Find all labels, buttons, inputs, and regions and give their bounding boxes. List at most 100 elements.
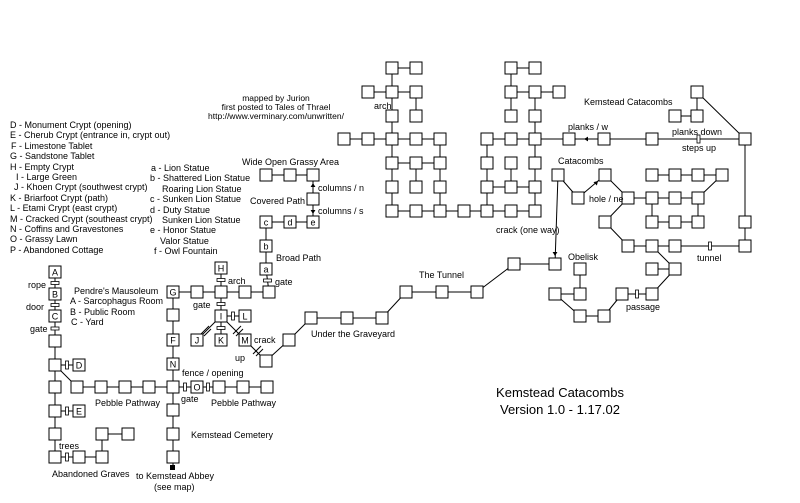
room (645, 168, 659, 182)
room-box (528, 109, 542, 123)
legend-item: A - Sarcophagus Room (70, 296, 164, 307)
room-box (597, 309, 611, 323)
statue-legend: a - Lion Statue b - Shattered Lion Statu… (150, 163, 250, 257)
room-box (433, 204, 447, 218)
label-hole-ne: hole / ne (589, 194, 624, 204)
label-tunnel: tunnel (697, 253, 722, 263)
room-box (551, 168, 565, 182)
room-box (166, 427, 180, 441)
room-box (306, 215, 320, 229)
room-box (562, 132, 576, 146)
room-box (409, 204, 423, 218)
room (470, 285, 484, 299)
legend-item: Valor Statue (160, 235, 209, 246)
room-box (337, 132, 351, 146)
room-letter: b (263, 242, 268, 252)
room-G: G (166, 285, 180, 299)
room (433, 132, 447, 146)
room-B: B (48, 287, 62, 301)
room-O: O (190, 380, 204, 394)
room (375, 311, 389, 325)
legend-item: J - Khoen Crypt (southwest crypt) (14, 182, 148, 193)
room-box (645, 239, 659, 253)
room (645, 191, 659, 205)
room-box (645, 215, 659, 229)
room-box (48, 404, 62, 418)
label-see-map: (see map) (154, 482, 195, 492)
room (48, 450, 62, 464)
room (621, 191, 635, 205)
label-kemstead-catacombs: Kemstead Catacombs (584, 97, 673, 107)
label-columns-s: columns / s (318, 206, 364, 216)
room-D: D (72, 358, 86, 372)
room-box (259, 239, 273, 253)
room-box (385, 85, 399, 99)
door-marker (216, 302, 226, 306)
room-box (259, 168, 273, 182)
room (668, 191, 682, 205)
door-marker (65, 406, 69, 416)
room (72, 450, 86, 464)
door-marker (696, 134, 701, 144)
door-marker (183, 382, 187, 392)
room (48, 358, 62, 372)
room-box (528, 132, 542, 146)
label-wide-open-grassy-area: Wide Open Grassy Area (242, 157, 340, 167)
room (361, 85, 375, 99)
door-marker (50, 303, 60, 307)
room (409, 180, 423, 194)
legend-item: B - Public Room (70, 306, 136, 317)
room (480, 180, 494, 194)
room-box (480, 204, 494, 218)
room-box (48, 309, 62, 323)
legend-item: F - Limestone Tablet (11, 140, 93, 151)
room-letter: e (310, 218, 315, 228)
room-box (259, 215, 273, 229)
room (668, 168, 682, 182)
door-marker (635, 289, 639, 299)
room-box (435, 285, 449, 299)
room (166, 450, 180, 464)
mausoleum-legend: Pendre's Mausoleum A - Sarcophagus Room … (70, 286, 163, 328)
label-crack-one-way: crack (one way) (496, 225, 560, 235)
room-L: L (238, 309, 252, 323)
room-letter: A (52, 268, 58, 278)
legend-item: a - Lion Statue (151, 163, 210, 173)
door-marker (231, 311, 235, 321)
credits: mapped by Jurion first posted to Tales o… (196, 94, 356, 121)
room-letter: G (169, 288, 176, 298)
room (690, 109, 704, 123)
room-box (668, 215, 682, 229)
room (95, 450, 109, 464)
room (528, 204, 542, 218)
room-box (480, 132, 494, 146)
room-box (433, 180, 447, 194)
room (504, 85, 518, 99)
room-letter: d (287, 218, 292, 228)
passage-line (554, 174, 559, 265)
credit-url: http://www.verminary.com/unwritten/ (208, 111, 344, 121)
room-box (142, 380, 156, 394)
room-box (573, 262, 587, 276)
room-box (690, 109, 704, 123)
room-box (70, 380, 84, 394)
label-planks-w: planks / w (568, 122, 609, 132)
room-box (121, 427, 135, 441)
room-box (504, 204, 518, 218)
room-box (668, 168, 682, 182)
room (48, 334, 62, 348)
room-box (573, 309, 587, 323)
room (562, 132, 576, 146)
room-box (409, 180, 423, 194)
room (480, 132, 494, 146)
room-box (166, 380, 180, 394)
room-box (259, 354, 273, 368)
room (361, 132, 375, 146)
room (597, 309, 611, 323)
room-box (166, 285, 180, 299)
room-box (738, 132, 752, 146)
room-box (738, 215, 752, 229)
room (48, 427, 62, 441)
room-box (306, 168, 320, 182)
